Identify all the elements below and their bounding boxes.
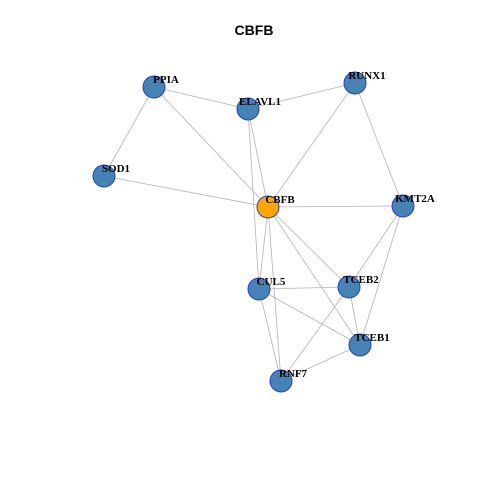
edge-cul5-tceb1 [258, 288, 361, 346]
edge-cbfb-tceb1 [267, 206, 361, 346]
edge-elavl1-cul5 [247, 108, 260, 290]
edge-elavl1-runx1 [247, 82, 356, 110]
diagram-title: CBFB [235, 22, 274, 38]
edge-runx1-kmt2a [354, 82, 404, 207]
edge-cul5-tceb2 [258, 286, 350, 290]
node-label-sod1: SOD1 [102, 163, 130, 175]
node-cul5 [247, 277, 271, 301]
edge-kmt2a-tceb2 [348, 205, 404, 288]
node-label-ppia: PPIA [153, 74, 179, 86]
node-rnf7 [269, 369, 293, 393]
edge-cul5-rnf7 [258, 288, 282, 382]
edge-kmt2a-tceb1 [359, 205, 404, 346]
node-sod1 [92, 164, 116, 188]
node-elavl1 [236, 97, 260, 121]
edge-layer [103, 82, 404, 382]
edge-runx1-cbfb [267, 82, 356, 208]
edge-elavl1-cbfb [247, 108, 269, 208]
node-label-runx1: RUNX1 [348, 70, 385, 82]
edge-ppia-sod1 [103, 86, 155, 177]
node-label-elavl1: ELAVL1 [239, 96, 281, 108]
node-layer [92, 71, 415, 393]
node-kmt2a [391, 194, 415, 218]
edge-ppia-cbfb [153, 86, 269, 208]
edge-sod1-cbfb [103, 175, 269, 208]
node-label-rnf7: RNF7 [279, 368, 308, 380]
edge-tceb1-rnf7 [280, 344, 361, 382]
node-label-cul5: CUL5 [257, 276, 286, 288]
edge-ppia-elavl1 [153, 86, 249, 110]
edge-cbfb-tceb2 [267, 206, 350, 288]
node-label-tceb1: TCEB1 [354, 332, 389, 344]
node-label-cbfb: CBFB [265, 194, 295, 206]
edge-tceb2-rnf7 [280, 286, 350, 382]
node-tceb1 [348, 333, 372, 357]
node-tceb2 [337, 275, 361, 299]
node-runx1 [343, 71, 367, 95]
node-ppia [142, 75, 166, 99]
node-label-kmt2a: KMT2A [395, 193, 435, 205]
edge-cbfb-cul5 [258, 206, 269, 290]
node-cbfb [256, 195, 280, 219]
node-label-tceb2: TCEB2 [343, 274, 379, 286]
edge-cbfb-kmt2a [267, 205, 404, 208]
edge-cbfb-rnf7 [267, 206, 282, 382]
